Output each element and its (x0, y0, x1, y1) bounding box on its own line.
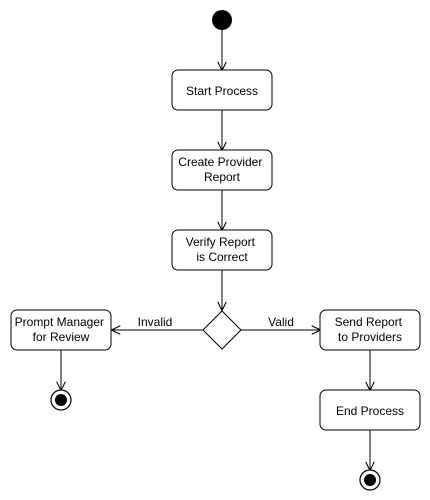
svg-text:Create Provider Report: Create Provider Report (178, 155, 265, 184)
svg-text:Start Process: Start Process (186, 84, 258, 98)
action-label-line: End Process (336, 404, 404, 418)
action-label-line: Create Provider (178, 155, 262, 169)
final-node-left (50, 389, 72, 411)
action-prompt-manager: Prompt Manager for Review (10, 309, 112, 351)
action-start-process: Start Process (171, 69, 273, 111)
action-label-line: Report (204, 170, 241, 184)
svg-text:End Process: End Process (336, 404, 404, 418)
svg-text:Prompt Manager for Revie: Prompt Manager for Review (15, 315, 108, 344)
action-verify-report: Verify Report is Correct (171, 229, 273, 271)
action-label-line: Verify Report (186, 235, 256, 249)
edge-label-invalid: Invalid (138, 315, 173, 329)
final-node-right (359, 469, 381, 491)
svg-text:Send Report to Providers: Send Report to Providers (335, 315, 406, 344)
action-label-line: for Review (33, 330, 90, 344)
action-label-line: Send Report (335, 315, 403, 329)
edge-label-valid: Valid (268, 315, 294, 329)
action-end-process: End Process (319, 389, 421, 431)
action-create-provider-report: Create Provider Report (171, 149, 273, 191)
action-label-line: Prompt Manager (15, 315, 104, 329)
action-label-line: is Correct (196, 250, 248, 264)
action-send-report: Send Report to Providers (319, 309, 421, 351)
action-label-line: Start Process (186, 84, 258, 98)
svg-text:Verify Report is Correct: Verify Report is Correct (186, 235, 259, 264)
action-label-line: to Providers (338, 330, 402, 344)
decision-node (202, 310, 242, 350)
initial-node (212, 10, 232, 30)
